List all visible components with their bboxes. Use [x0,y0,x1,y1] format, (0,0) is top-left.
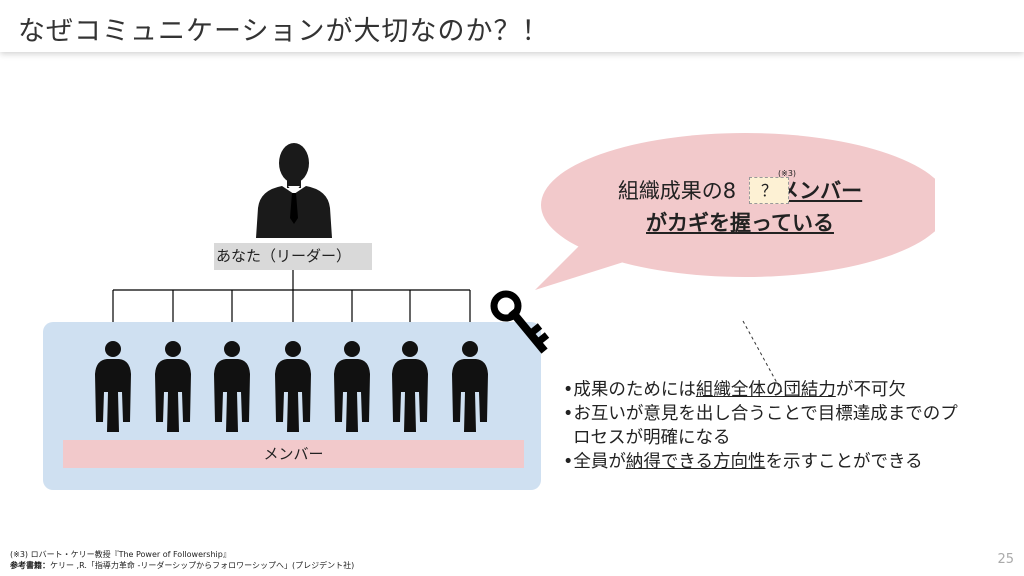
footnote-line1: (※3) ロバート・ケリー教授『The Power of Followershi… [10,550,231,559]
footnote-line2: 参考書籍：ケリー ,R.「指導力革命 -リーダーシップからフォロワーシップへ」(… [10,561,355,570]
question-box: ？ [749,177,789,204]
bullet-list: •成果のためには組織全体の団結力が不可欠 •お互いが意見を出し合うことで目標達成… [563,378,958,474]
bubble-line2: がカギを握っている [646,211,834,235]
bubble-text: 組織成果の8 メンバー がカギを握っている [560,175,920,239]
bullet-item: •成果のためには組織全体の団結力が不可欠 [563,380,906,400]
page-title: なぜコミュニケーションが大切なのか？！ [18,16,550,47]
footnote: (※3) ロバート・ケリー教授『The Power of Followershi… [10,549,354,571]
leader-label: あなた（リーダー） [214,243,372,270]
leader-silhouette-icon [256,143,332,238]
bubble-line1-suffix: メンバー [778,179,863,203]
bullet-item: ロセスが明確になる [573,428,731,448]
note-mark: (※3) [778,169,797,178]
bullet-item: •お互いが意見を出し合うことで目標達成までのプ [563,404,958,424]
speech-bubble [535,133,935,290]
bullet-item: •全員が納得できる方向性を示すことができる [563,452,923,472]
bubble-line1-prefix: 組織成果の8 [617,179,737,203]
title-bar: なぜコミュニケーションが大切なのか？！ [0,0,1024,52]
key-icon [490,290,550,354]
page-number: 25 [997,552,1014,567]
member-label: メンバー [63,440,524,468]
